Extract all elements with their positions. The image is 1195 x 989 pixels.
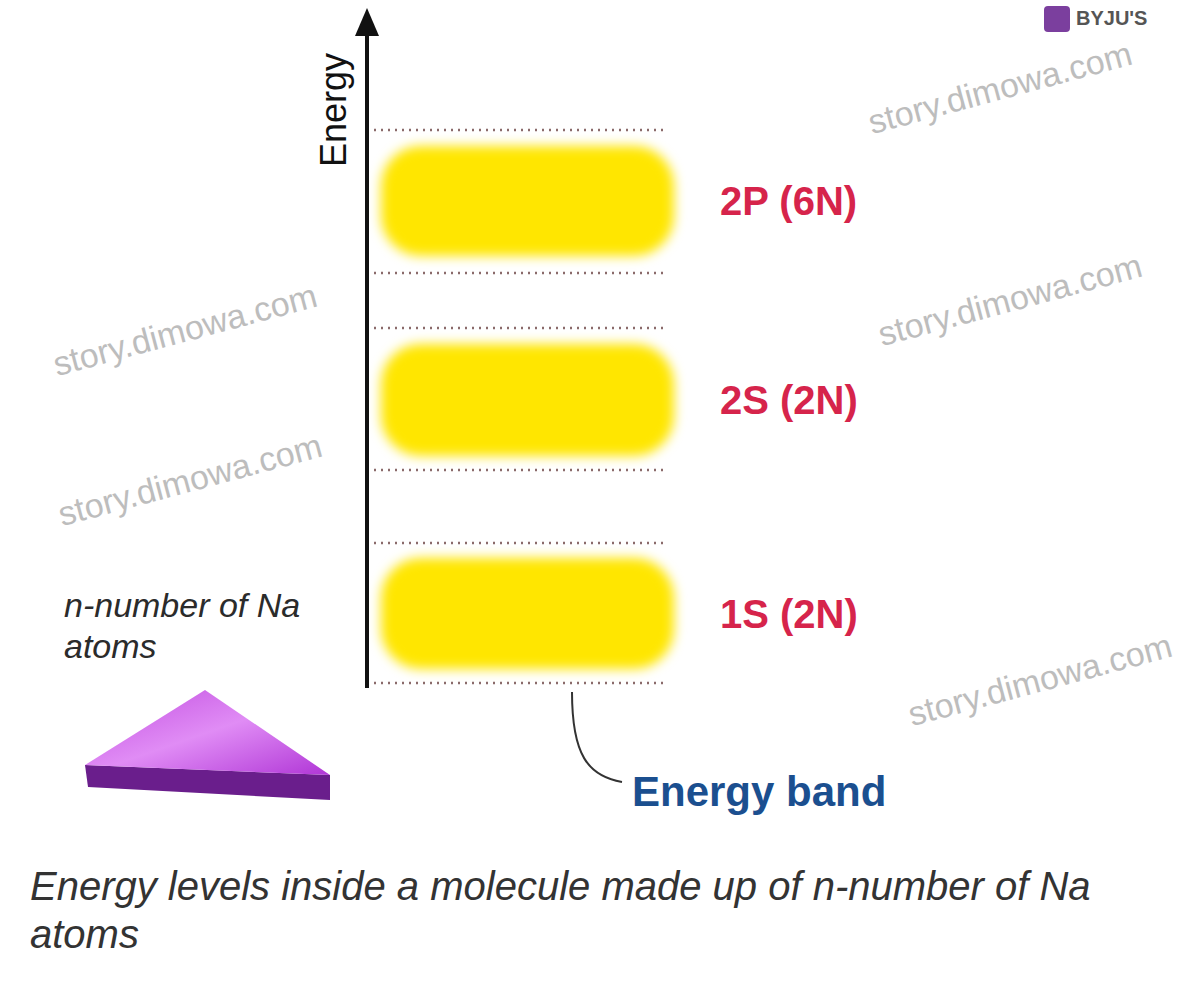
- energy-band: 1S (2N): [375, 552, 680, 675]
- watermark: story.dimowa.com: [904, 626, 1176, 734]
- band-shape: [375, 140, 680, 262]
- atom-group: n-number of Na atoms: [60, 585, 350, 810]
- watermark: story.dimowa.com: [49, 276, 321, 384]
- band-edge-line: [374, 469, 665, 472]
- band-edge-line: [374, 682, 665, 685]
- figure-caption: Energy levels inside a molecule made up …: [30, 862, 1170, 958]
- band-edge-line: [374, 129, 665, 132]
- band-fill: [381, 558, 674, 669]
- band-label: 1S (2N): [720, 591, 858, 636]
- band-fill: [381, 146, 674, 256]
- watermark: story.dimowa.com: [54, 426, 326, 534]
- callout-label: Energy band: [632, 768, 886, 816]
- logo-text: BYJU'S: [1076, 7, 1147, 30]
- axis-arrowhead: [355, 8, 379, 36]
- logo-mark: [1044, 6, 1070, 32]
- energy-band: 2P (6N): [375, 140, 680, 262]
- energy-band: 2S (2N): [375, 338, 680, 462]
- band-edge-line: [374, 272, 665, 275]
- energy-axis: [365, 30, 369, 688]
- band-edge-line: [374, 542, 665, 545]
- band-shape: [375, 552, 680, 675]
- band-label: 2S (2N): [720, 378, 858, 423]
- prism-top: [85, 690, 330, 775]
- band-shape: [375, 338, 680, 462]
- band-label: 2P (6N): [720, 179, 857, 224]
- axis-label: Energy: [313, 53, 355, 167]
- watermark: story.dimowa.com: [874, 246, 1146, 354]
- band-edge-line: [374, 327, 665, 330]
- watermark: story.dimowa.com: [864, 34, 1136, 142]
- atom-label: n-number of Na atoms: [64, 585, 326, 667]
- band-fill: [381, 344, 674, 456]
- leader-line: [572, 692, 622, 782]
